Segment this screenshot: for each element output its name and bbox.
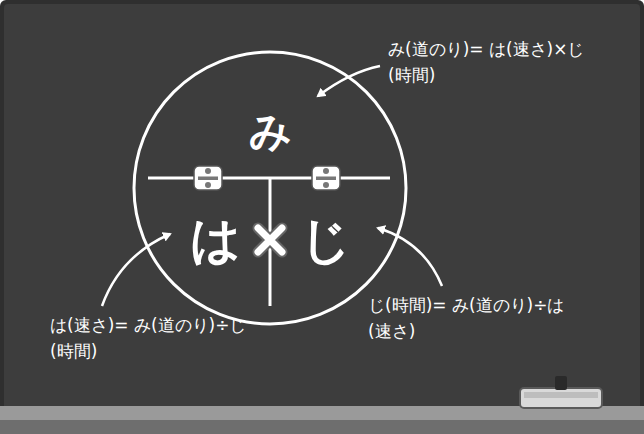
- divide-symbol: [194, 166, 222, 190]
- leader-arrow: [318, 66, 380, 96]
- formula-note: は(速さ)= み(道のり)÷じ(時間): [50, 312, 265, 365]
- circle-outline: [132, 50, 408, 326]
- formula-note: み(道のり)= は(速さ)×じ(時間): [388, 36, 593, 89]
- board-surface: [4, 4, 640, 412]
- formula-note: じ(時間)= み(道のり)÷は(速さ): [368, 292, 603, 345]
- eraser: [520, 376, 602, 408]
- formula-letter: み: [249, 111, 292, 153]
- formula-letter: は: [190, 215, 241, 265]
- divide-symbol: [312, 166, 340, 190]
- multiply-symbol: [258, 228, 282, 252]
- formula-letter: じ: [300, 215, 351, 265]
- chalk-ledge-shadow: [0, 420, 644, 434]
- board-frame: [0, 0, 644, 416]
- mihaji-circle: みは じ: [132, 50, 408, 326]
